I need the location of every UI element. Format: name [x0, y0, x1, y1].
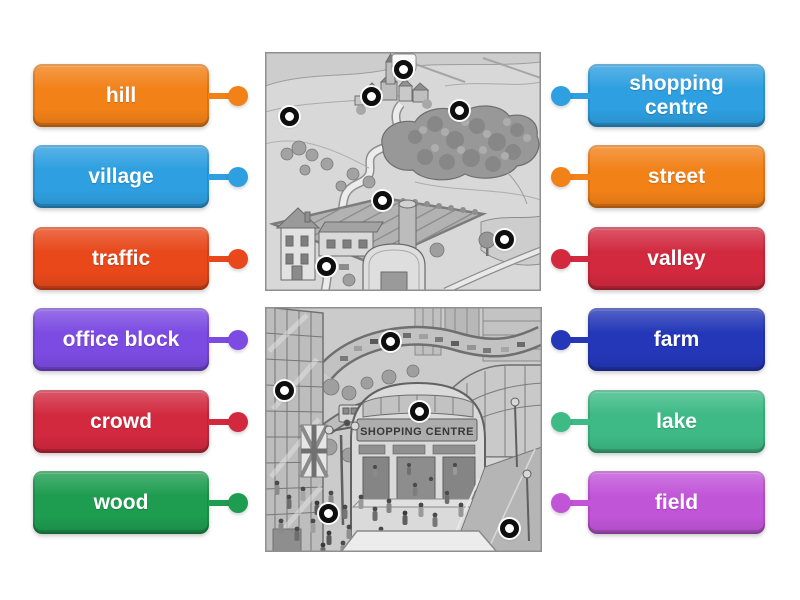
label-traffic[interactable]: traffic [33, 227, 248, 290]
connector-dot [551, 492, 571, 513]
label-street[interactable]: street [551, 145, 765, 208]
label-text: crowd [90, 409, 152, 433]
label-office-block[interactable]: office block [33, 308, 248, 371]
connector-stem [568, 499, 590, 506]
connector-stem [208, 92, 230, 99]
label-text: wood [93, 490, 149, 514]
connector-dot [551, 85, 571, 106]
label-text: farm [653, 327, 700, 351]
connector-dot [551, 248, 571, 269]
label-text: hill [105, 83, 137, 107]
pin-marker[interactable] [274, 380, 294, 400]
pin-marker[interactable] [393, 59, 413, 79]
connector-dot [551, 329, 571, 350]
label-hill[interactable]: hill [33, 64, 248, 127]
label-text: valley [647, 246, 706, 270]
connector-dot [228, 492, 248, 513]
pin-marker[interactable] [409, 401, 429, 421]
label-village[interactable]: village [33, 145, 248, 208]
connector-dot [228, 85, 248, 106]
label-text: lake [656, 409, 697, 433]
pin-marker[interactable] [318, 503, 338, 523]
connector-stem [208, 255, 230, 262]
connector-dot [551, 411, 571, 432]
label-shopping-centre[interactable]: shopping centre [551, 64, 765, 127]
label-crowd[interactable]: crowd [33, 390, 248, 453]
connector-stem [208, 173, 230, 180]
label-text: village [88, 164, 154, 188]
label-text: street [647, 164, 706, 188]
label-lake[interactable]: lake [551, 390, 765, 453]
pin-marker[interactable] [499, 518, 519, 538]
connector-dot [228, 166, 248, 187]
label-field[interactable]: field [551, 471, 765, 534]
shopping-centre-sign: SHOPPING CENTRE [360, 426, 474, 438]
pin-marker[interactable] [494, 229, 514, 249]
pin-marker[interactable] [316, 256, 336, 276]
connector-stem [208, 499, 230, 506]
pin-marker[interactable] [361, 86, 381, 106]
connector-stem [568, 173, 590, 180]
label-text: shopping centre [629, 71, 724, 119]
label-farm[interactable]: farm [551, 308, 765, 371]
connector-stem [568, 418, 590, 425]
connector-stem [568, 92, 590, 99]
countryside-illustration [265, 52, 541, 291]
label-wood[interactable]: wood [33, 471, 248, 534]
connector-stem [568, 255, 590, 262]
connector-dot [228, 248, 248, 269]
label-text: office block [62, 327, 180, 351]
connector-stem [208, 336, 230, 343]
pin-marker[interactable] [380, 331, 400, 351]
town-scene: SHOPPING CENTRE [265, 307, 542, 552]
connector-dot [228, 411, 248, 432]
connector-stem [208, 418, 230, 425]
label-valley[interactable]: valley [551, 227, 765, 290]
label-text: traffic [91, 246, 151, 270]
connector-stem [568, 336, 590, 343]
label-text: field [654, 490, 699, 514]
pin-marker[interactable] [372, 190, 392, 210]
pin-marker[interactable] [449, 100, 469, 120]
connector-dot [228, 329, 248, 350]
town-illustration: SHOPPING CENTRE [265, 307, 542, 552]
pin-marker[interactable] [279, 106, 299, 126]
countryside-scene [265, 52, 541, 291]
connector-dot [551, 166, 571, 187]
